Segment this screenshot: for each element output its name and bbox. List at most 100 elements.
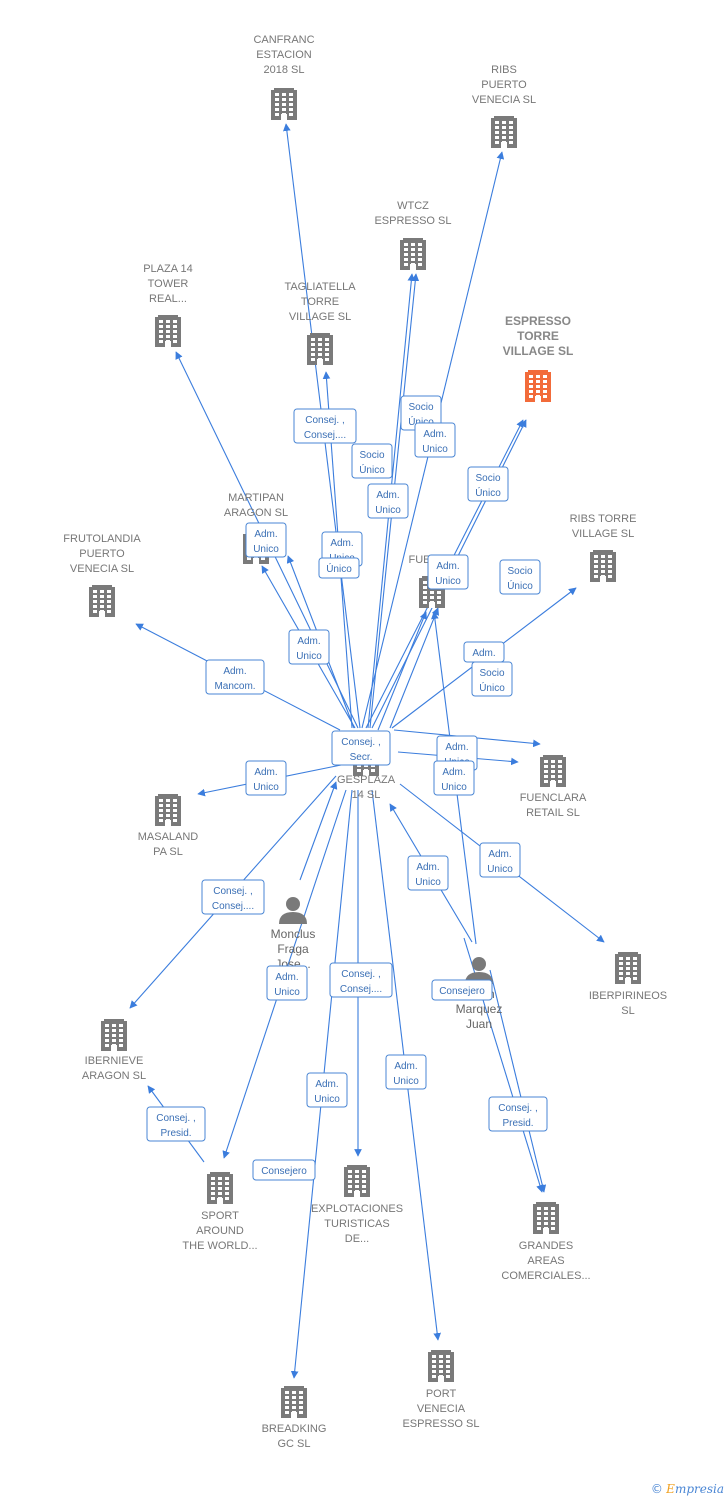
relation-label-box xyxy=(293,408,357,444)
relation-label-text: Unico xyxy=(415,877,441,888)
relation-label[interactable]: Consej. , Presid. xyxy=(146,1106,206,1142)
node-fuenclara-retail[interactable]: FUENCLARA RETAIL SL xyxy=(520,755,587,819)
relation-label-text: Consej. , xyxy=(498,1103,537,1114)
relation-label-box xyxy=(367,483,409,519)
relation-label-text: Adm. xyxy=(442,767,465,778)
relation-label-text: Presid. xyxy=(160,1128,191,1139)
relation-label-text: Presid. xyxy=(502,1118,533,1129)
node-label-line: ARAGON SL xyxy=(82,1070,146,1082)
node-explotaciones[interactable]: EXPLOTACIONESTURISTICASDE... xyxy=(311,1165,403,1245)
node-monclus[interactable]: MonclusFragaJose... xyxy=(271,897,316,971)
relation-label[interactable]: Adm.Unico xyxy=(367,483,409,519)
relation-label[interactable]: Adm.Unico xyxy=(414,422,456,458)
relation-label-text: Adm. xyxy=(416,862,439,873)
node-label-line: ESPRESSO SL xyxy=(402,1418,479,1430)
relation-label[interactable]: Adm.Unico xyxy=(266,965,308,1001)
relation-label[interactable]: Consej. ,Secr. xyxy=(331,730,391,766)
relation-label-text: Adm. xyxy=(488,849,511,860)
relation-label[interactable]: Adm.Unico xyxy=(288,629,330,665)
relation-label-text: Consej. , xyxy=(156,1113,195,1124)
relation-label[interactable]: Único xyxy=(318,557,360,579)
relation-label-text: Consejero xyxy=(261,1166,307,1177)
relation-label[interactable]: Adm.Unico xyxy=(433,760,475,796)
relation-label-text: Unico xyxy=(253,782,279,793)
copyright-symbol: © xyxy=(650,1482,663,1496)
relation-label-box xyxy=(245,522,287,558)
relation-label[interactable]: Consej. , Presid. xyxy=(488,1096,548,1132)
relation-label-box xyxy=(205,659,265,695)
node-label-line: GRANDES xyxy=(519,1240,573,1252)
relation-label[interactable]: Consejero xyxy=(431,979,493,1001)
relation-label-text: Único xyxy=(475,486,501,499)
building-icon xyxy=(207,1172,233,1204)
relation-label-box xyxy=(288,629,330,665)
node-label-line: COMERCIALES... xyxy=(501,1270,590,1282)
relation-label-box xyxy=(488,1096,548,1132)
node-label-line: ARAGON SL xyxy=(224,507,288,519)
node-grandes[interactable]: GRANDES AREAS COMERCIALES... xyxy=(501,1202,591,1282)
brand-logo[interactable]: Empresia xyxy=(666,1482,724,1496)
relation-label[interactable]: Adm. xyxy=(463,641,505,663)
relation-label-box xyxy=(431,979,493,1001)
relation-label[interactable]: Consejero xyxy=(252,1159,316,1181)
node-label-line: MASALAND xyxy=(138,831,199,843)
relation-label-box xyxy=(467,466,509,502)
edge-label-layer: Consej. ,Consej....SocioÚnicoAdm.UnicoSo… xyxy=(146,395,548,1181)
relation-label[interactable]: Consej. ,Consej.... xyxy=(201,879,265,915)
node-label-line: AREAS xyxy=(527,1255,564,1267)
relation-label-box xyxy=(266,965,308,1001)
node-plaza14[interactable]: PLAZA 14TOWERREAL... xyxy=(143,263,193,347)
node-label-line: Marquez xyxy=(456,1002,503,1016)
relation-label[interactable]: Adm.Unico xyxy=(427,554,469,590)
node-label-line: FUENCLARA xyxy=(520,792,587,804)
relation-label[interactable]: Consej. ,Consej.... xyxy=(293,408,357,444)
relation-label[interactable]: Adm.Unico xyxy=(306,1072,348,1108)
relation-label-box xyxy=(433,760,475,796)
node-label-line: BREADKING xyxy=(262,1423,327,1435)
building-icon xyxy=(101,1019,127,1051)
relation-label[interactable]: Adm.Mancom. xyxy=(205,659,265,695)
building-icon xyxy=(533,1202,559,1234)
building-icon xyxy=(615,952,641,984)
node-label-line: VENECIA SL xyxy=(70,563,134,575)
relation-label-text: Secr. xyxy=(350,752,373,763)
relation-label[interactable]: Adm. Unico xyxy=(407,855,449,891)
node-label-line: TORRE xyxy=(301,296,339,308)
relation-label[interactable]: Adm.Unico xyxy=(385,1054,427,1090)
node-label-line: TOWER xyxy=(148,278,189,290)
node-label-line: VENECIA xyxy=(417,1403,466,1415)
node-label-line: MARTIPAN xyxy=(228,492,284,504)
node-label-line: 2018 SL xyxy=(264,64,305,76)
node-label-line: ESPRESSO xyxy=(505,314,571,328)
relation-label-box xyxy=(471,661,513,697)
node-label-line: SL xyxy=(621,1005,634,1017)
node-label-line: RETAIL SL xyxy=(526,807,580,819)
relation-label[interactable]: Adm.Unico xyxy=(479,842,521,878)
relation-label[interactable]: Adm.Unico xyxy=(245,760,287,796)
node-label-line: IBERNIEVE xyxy=(85,1055,144,1067)
relation-label[interactable]: Consej. ,Consej.... xyxy=(329,962,393,998)
node-ibernieve[interactable]: IBERNIEVE ARAGON SL xyxy=(82,1019,146,1082)
relation-label-text: Consej. , xyxy=(213,886,252,897)
relation-label[interactable]: Adm.Unico xyxy=(245,522,287,558)
building-icon xyxy=(155,315,181,347)
relation-label-text: Adm. xyxy=(423,429,446,440)
brand-rest: mpresia xyxy=(674,1482,724,1496)
node-label-line: VILLAGE SL xyxy=(503,344,574,358)
